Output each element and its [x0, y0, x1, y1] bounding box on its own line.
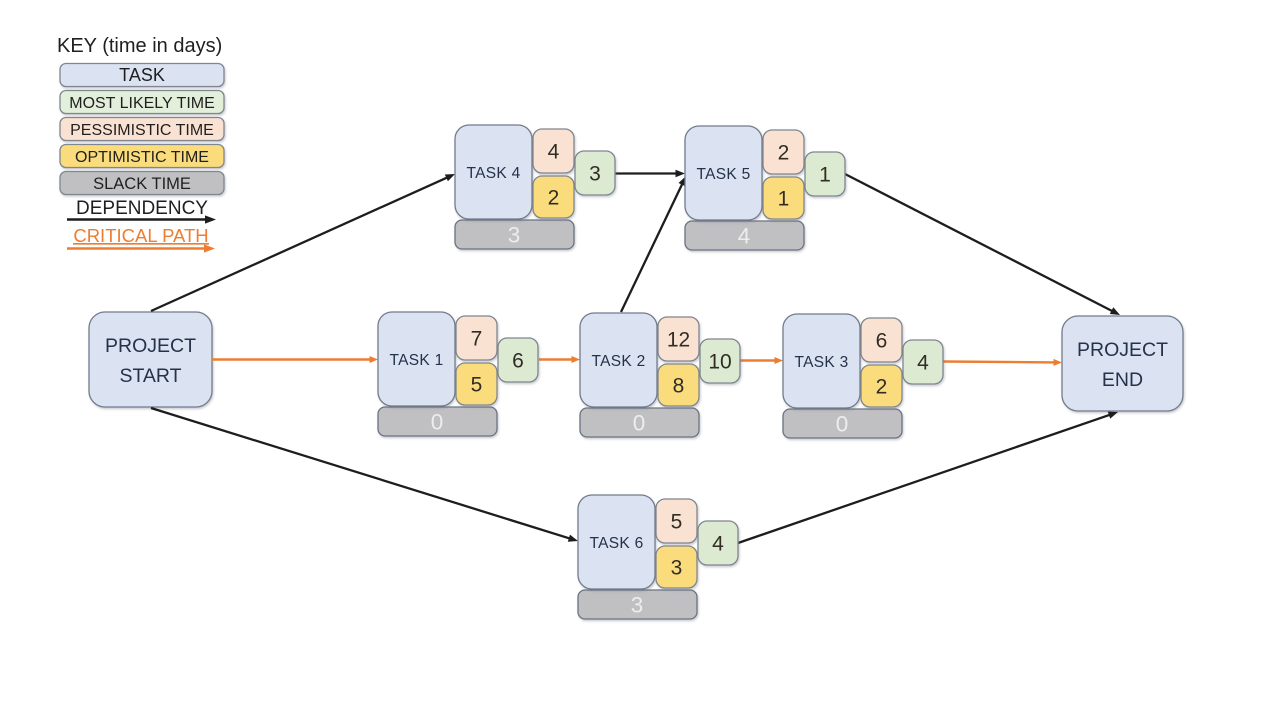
svg-text:5: 5	[671, 511, 683, 534]
svg-text:4: 4	[738, 224, 751, 249]
svg-text:2: 2	[876, 376, 888, 399]
svg-text:DEPENDENCY: DEPENDENCY	[76, 198, 208, 219]
svg-text:TASK 2: TASK 2	[591, 353, 645, 370]
svg-text:PROJECT: PROJECT	[1077, 339, 1168, 361]
svg-text:0: 0	[836, 412, 849, 437]
svg-text:TASK 6: TASK 6	[589, 535, 643, 552]
svg-text:MOST LIKELY TIME: MOST LIKELY TIME	[69, 95, 215, 112]
svg-text:END: END	[1102, 369, 1143, 391]
svg-text:10: 10	[708, 351, 731, 374]
svg-text:OPTIMISTIC TIME: OPTIMISTIC TIME	[75, 149, 209, 166]
svg-text:0: 0	[633, 411, 646, 436]
svg-text:TASK 3: TASK 3	[794, 354, 848, 371]
svg-text:0: 0	[431, 410, 444, 435]
svg-text:3: 3	[589, 163, 601, 186]
svg-text:12: 12	[667, 329, 690, 352]
svg-text:TASK 4: TASK 4	[466, 165, 520, 182]
svg-text:KEY (time in days): KEY (time in days)	[57, 35, 222, 57]
svg-text:START: START	[119, 365, 181, 387]
svg-text:TASK 5: TASK 5	[696, 166, 750, 183]
svg-text:2: 2	[548, 187, 560, 210]
svg-text:PROJECT: PROJECT	[105, 335, 196, 357]
svg-text:TASK 1: TASK 1	[389, 352, 443, 369]
svg-text:4: 4	[712, 533, 724, 556]
svg-text:6: 6	[512, 350, 524, 373]
svg-text:1: 1	[778, 188, 790, 211]
svg-text:4: 4	[548, 141, 560, 164]
svg-text:PESSIMISTIC TIME: PESSIMISTIC TIME	[70, 122, 214, 139]
svg-text:SLACK TIME: SLACK TIME	[93, 175, 191, 193]
svg-text:TASK: TASK	[119, 65, 165, 85]
svg-text:7: 7	[471, 328, 483, 351]
svg-text:5: 5	[471, 374, 483, 397]
svg-text:1: 1	[819, 164, 831, 187]
svg-text:3: 3	[508, 223, 521, 248]
svg-text:6: 6	[876, 330, 888, 353]
svg-text:8: 8	[673, 375, 685, 398]
svg-text:3: 3	[671, 557, 683, 580]
svg-text:3: 3	[631, 593, 644, 618]
svg-text:4: 4	[917, 352, 929, 375]
svg-text:2: 2	[778, 142, 790, 165]
svg-text:CRITICAL PATH: CRITICAL PATH	[73, 225, 208, 246]
